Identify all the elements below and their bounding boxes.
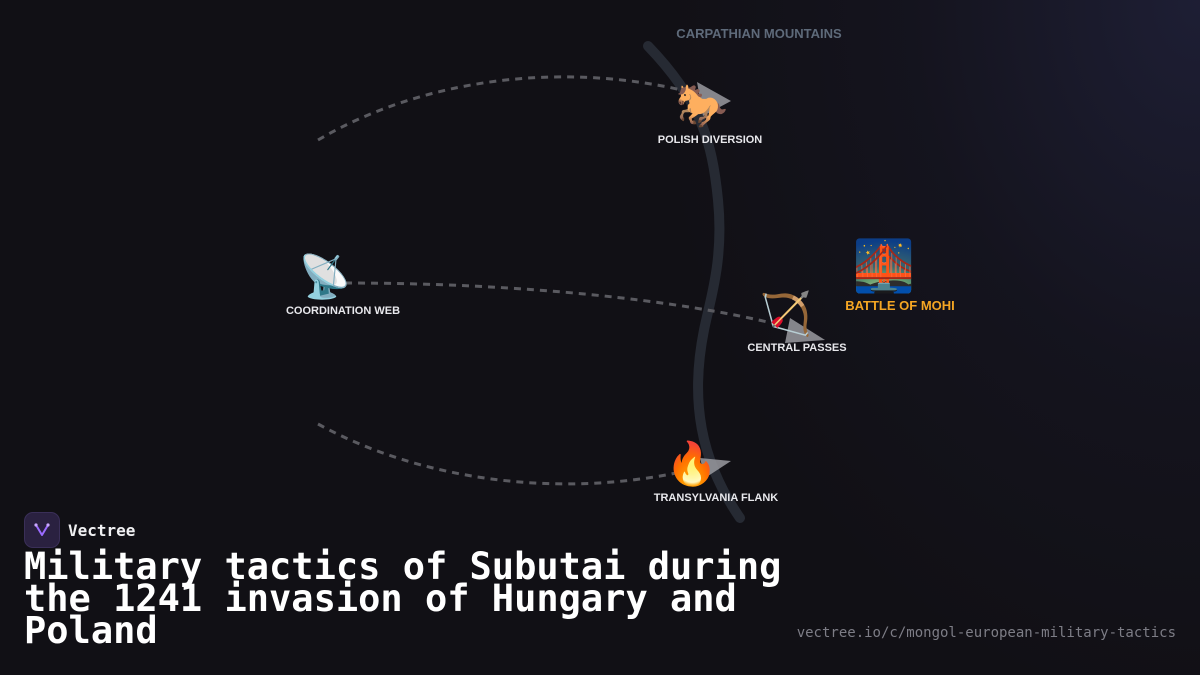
route-center (344, 281, 781, 327)
page-title: Military tactics of Subutai during the 1… (24, 545, 782, 652)
node-polish-diversion: 🐎 POLISH DIVERSION (642, 82, 763, 146)
node-transylvania-flank: 🔥 TRANSYLVANIA FLANK (606, 440, 778, 504)
node-battle-of-mohi: 🌉 BATTLE OF MOHI (813, 238, 955, 313)
arrowhead-south (700, 458, 731, 478)
brand-name: Vectree (68, 520, 136, 540)
arrowhead-center (785, 318, 825, 343)
route-south (317, 422, 691, 486)
source-url[interactable]: vectree.io/c/mongol-european-military-ta… (796, 625, 1176, 641)
bridge-at-night-icon: 🌉 (852, 238, 916, 294)
mountains-label: CARPATHIAN MOUNTAINS (676, 26, 842, 41)
arrowhead-north (697, 82, 731, 116)
fire-icon: 🔥 (665, 440, 719, 487)
horse-icon: 🐎 (675, 82, 729, 129)
route-north (317, 75, 691, 142)
vectree-logo-icon (24, 512, 60, 548)
node-label: TRANSYLVANIA FLANK (653, 492, 779, 504)
node-label: CENTRAL PASSES (747, 342, 847, 354)
satellite-antenna-icon: 📡 (298, 253, 352, 300)
carpathian-ridge (643, 41, 745, 523)
brand: Vectree (24, 512, 135, 548)
node-label: COORDINATION WEB (285, 305, 401, 317)
node-coordination-web: 📡 COORDINATION WEB (250, 253, 400, 317)
node-label: POLISH DIVERSION (657, 134, 763, 146)
target-label: BATTLE OF MOHI (845, 298, 955, 313)
bow-and-arrow-icon: 🏹 (759, 290, 813, 337)
node-central-passes: 🏹 CENTRAL PASSES (725, 290, 846, 354)
